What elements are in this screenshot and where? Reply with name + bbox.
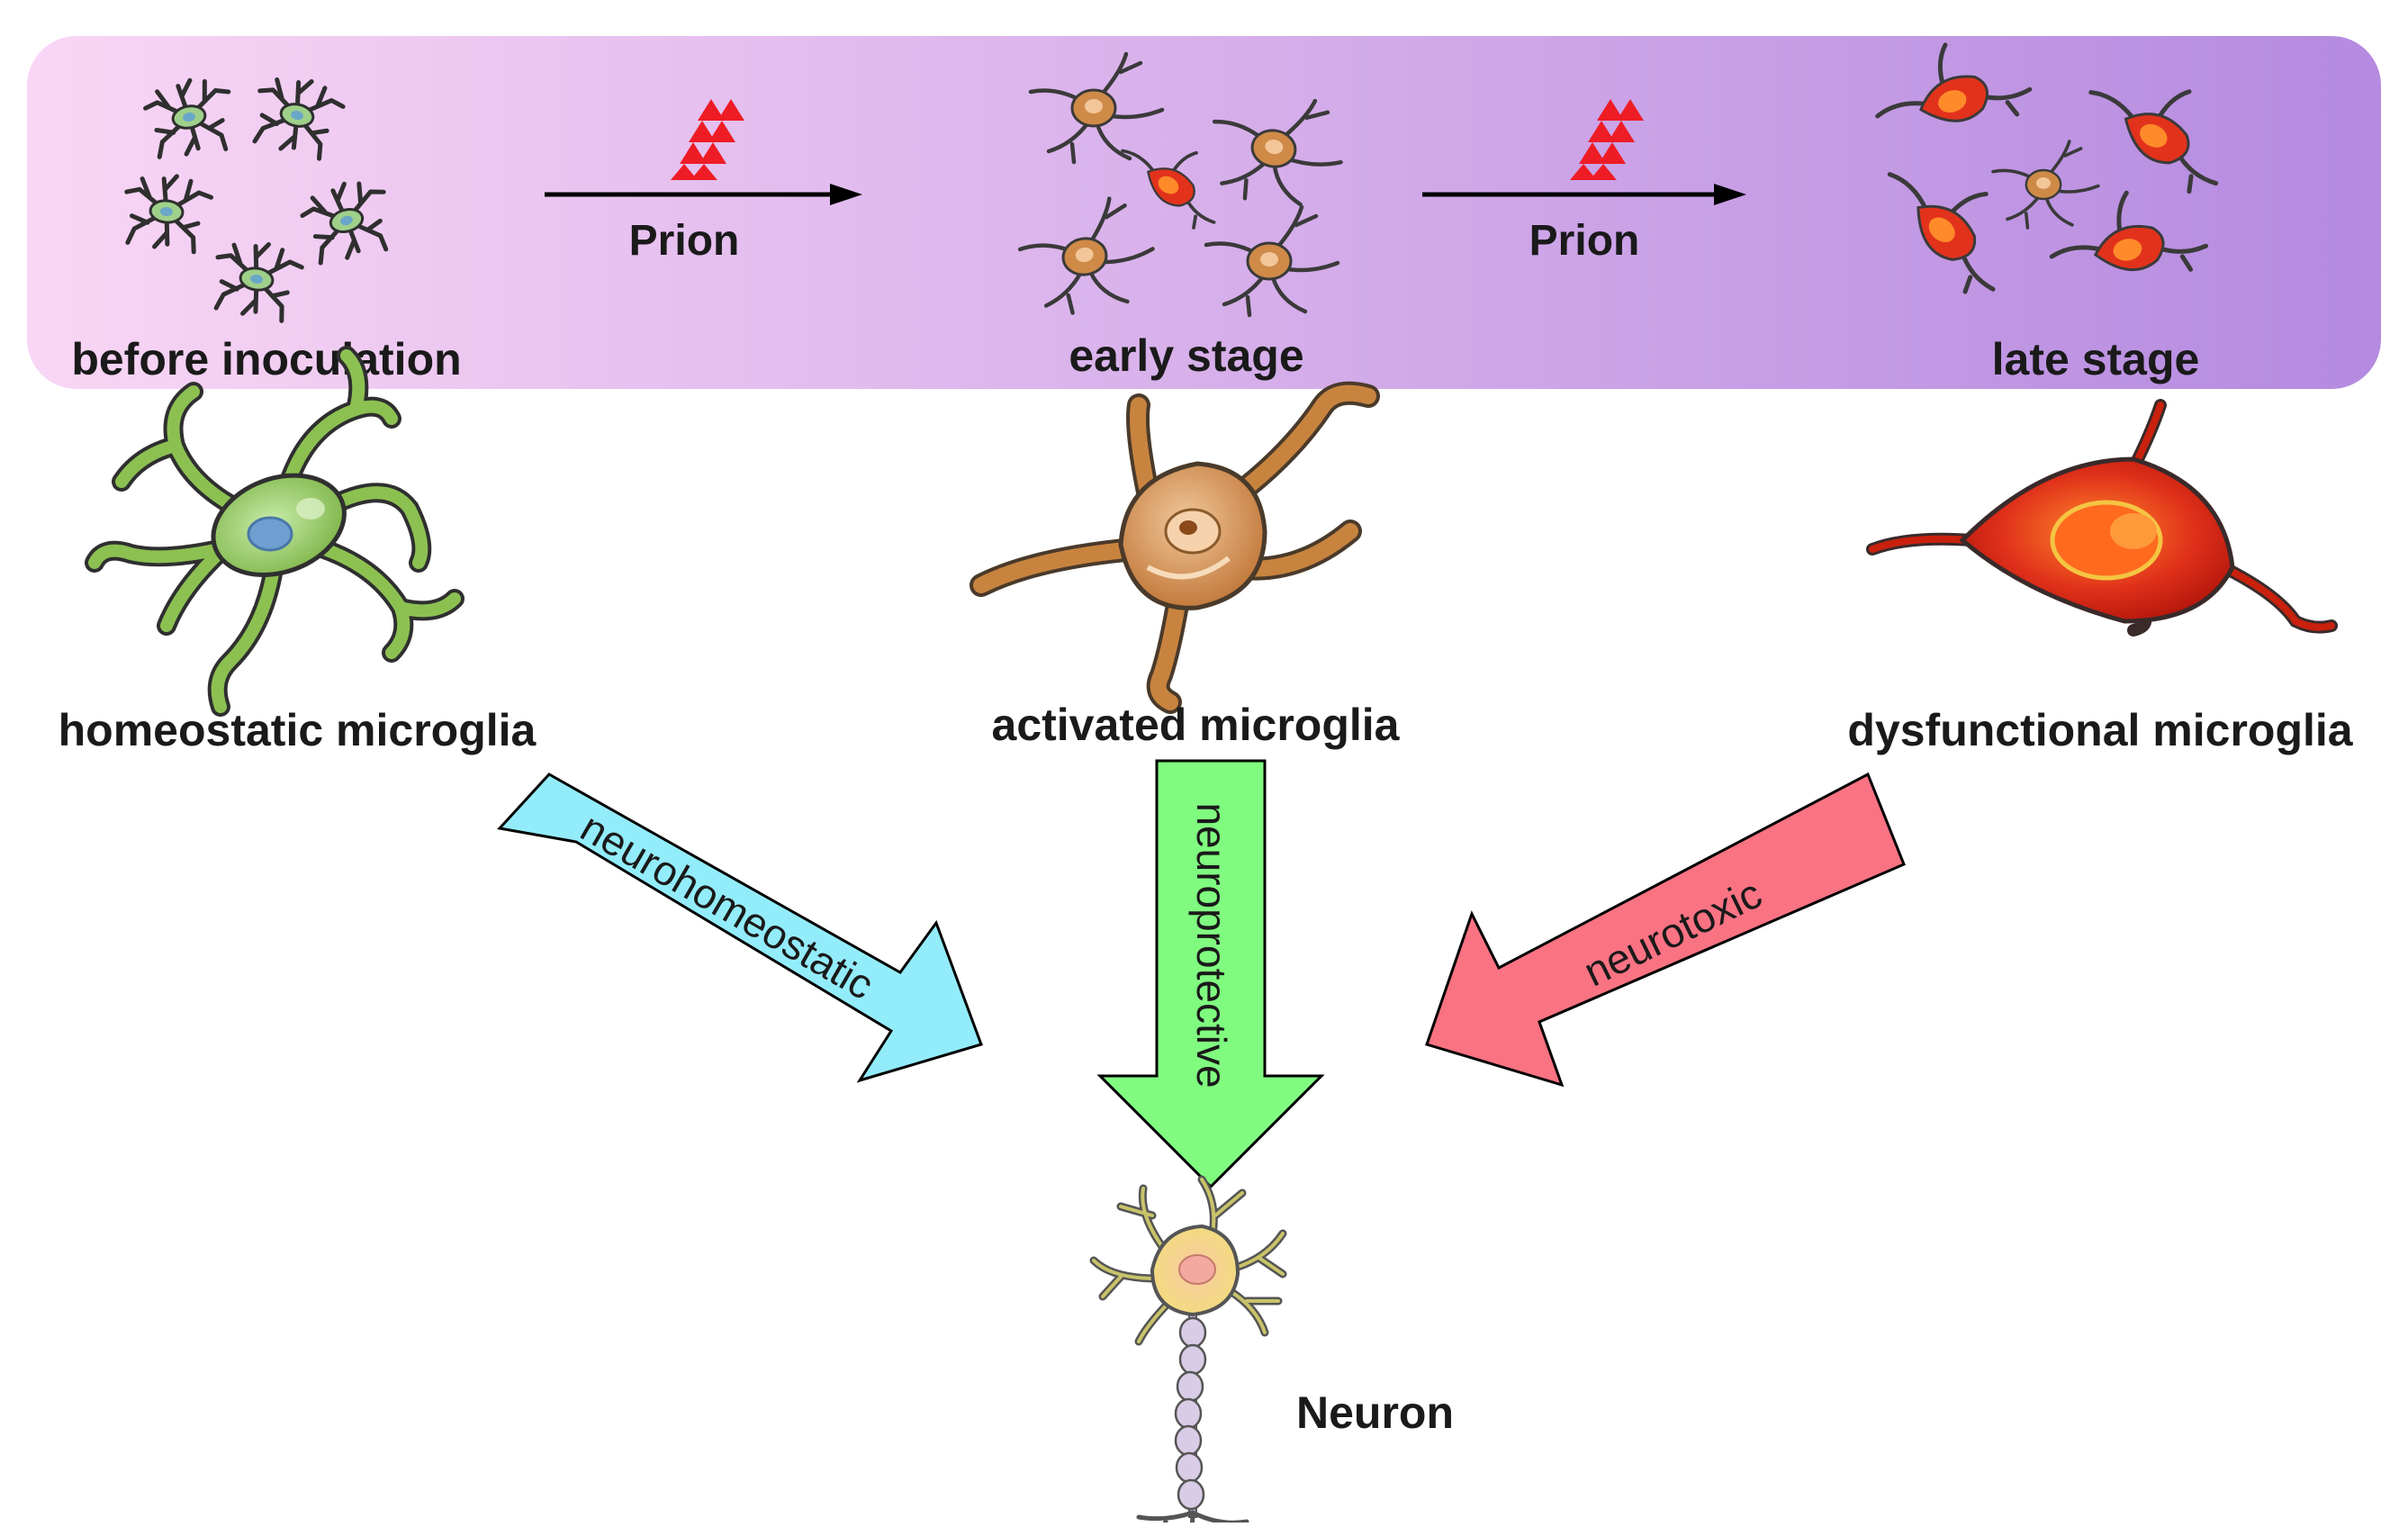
dysfunctional-microglia-label: dysfunctional microglia	[1847, 705, 2353, 755]
prion-transition-arrow-2	[1422, 184, 1746, 205]
neuron-label: Neuron	[1296, 1387, 1454, 1438]
stage-label-late: late stage	[1992, 334, 2200, 384]
neuron-cell	[1089, 1175, 1287, 1527]
dysfunctional-microglia-cell	[1866, 399, 2338, 637]
stage-label-before: before inoculation	[71, 334, 461, 384]
prion-label-1: Prion	[629, 217, 740, 265]
homeostatic-microglia-cell	[85, 346, 464, 717]
stage-banner	[27, 36, 2381, 389]
neuron-axon	[1174, 1309, 1207, 1518]
neurotoxic-arrow: neurotoxic	[1425, 772, 1906, 1088]
neurohomeostatic-label: neurohomeostatic	[573, 803, 882, 1008]
prion-aggregate-icon	[671, 99, 744, 180]
activated-microglia-cell	[970, 381, 1380, 714]
activated-microglia-label: activated microglia	[992, 700, 1401, 750]
stage-label-early: early stage	[1069, 330, 1303, 381]
neuroprotective-label: neuroprotective	[1188, 802, 1235, 1088]
neuroprotective-arrow: neuroprotective	[1096, 759, 1325, 1189]
neurohomeostatic-arrow: neurohomeostatic	[497, 773, 983, 1083]
prion-label-2: Prion	[1529, 217, 1640, 265]
homeostatic-microglia-label: homeostatic microglia	[59, 705, 537, 755]
prion-transition-arrow-1	[545, 184, 862, 205]
prion-aggregate-icon	[1570, 99, 1644, 180]
